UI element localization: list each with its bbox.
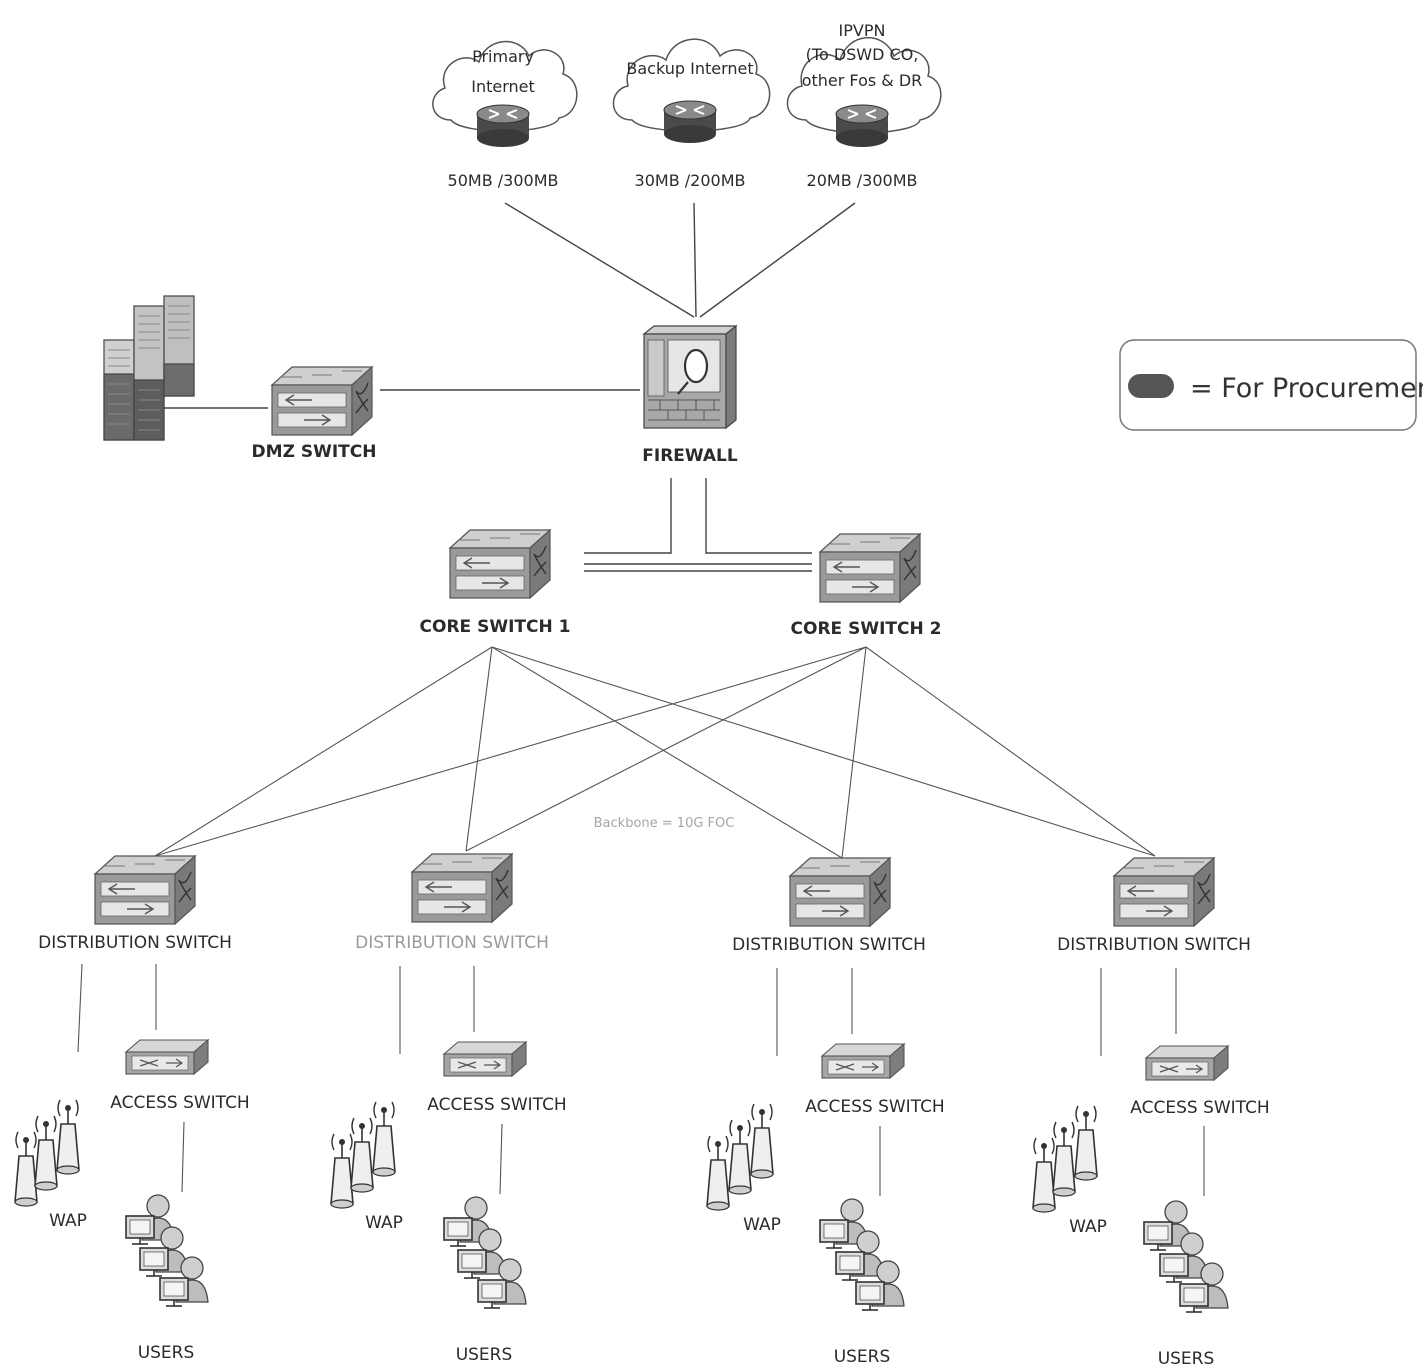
cloud-ipvpn: IPVPN (To DSWD CO, other Fos & DR xyxy=(786,21,942,148)
wap-2-icon xyxy=(330,1101,396,1209)
distribution-switch-2-label: DISTRIBUTION SWITCH xyxy=(355,933,549,953)
cloud-backup-line1: Backup Internet xyxy=(626,59,753,78)
access-switch-1-label: ACCESS SWITCH xyxy=(110,1093,249,1113)
core-switch-1-icon xyxy=(449,529,551,599)
users-4-icon xyxy=(1143,1200,1229,1313)
access-switch-2-icon xyxy=(443,1041,527,1077)
branch-3: DISTRIBUTION SWITCH ACCESS SWITCH WAP US… xyxy=(706,857,945,1367)
links xyxy=(77,202,1205,1196)
speed-backup: 30MB /200MB xyxy=(635,171,746,190)
cloud-backup: Backup Internet xyxy=(612,38,771,144)
distribution-switch-2-icon xyxy=(411,853,513,923)
firewall-icon xyxy=(642,324,738,430)
wap-3-label: WAP xyxy=(743,1215,781,1235)
cloud-ipvpn-line1: IPVPN xyxy=(839,21,886,40)
link-core2-dist4 xyxy=(865,646,1156,857)
link-core2-dist1 xyxy=(154,646,867,857)
link-backup-firewall xyxy=(693,202,697,318)
branch-links-2 xyxy=(399,966,503,1195)
legend: = For Procurement xyxy=(1119,339,1423,431)
link-core1-dist2 xyxy=(465,646,493,852)
access-switch-4-label: ACCESS SWITCH xyxy=(1130,1098,1269,1118)
cloud-primary-line2: Internet xyxy=(471,77,535,96)
cloud-primary-line1: Primary xyxy=(472,47,534,66)
firewall-label: FIREWALL xyxy=(642,446,738,466)
link-ipvpn-firewall xyxy=(699,202,856,318)
wap-1-label: WAP xyxy=(49,1211,87,1231)
distribution-switch-3-icon xyxy=(789,857,891,927)
access-switch-3-label: ACCESS SWITCH xyxy=(805,1097,944,1117)
branch-1: DISTRIBUTION SWITCH ACCESS SWITCH WAP US… xyxy=(14,855,250,1363)
branch-links-4 xyxy=(1100,968,1205,1196)
server-rack-icon xyxy=(103,295,195,441)
wap-4-label: WAP xyxy=(1069,1217,1107,1237)
users-3-icon xyxy=(819,1198,905,1311)
users-4-label: USERS xyxy=(1158,1349,1215,1369)
users-1-label: USERS xyxy=(138,1343,195,1363)
link-core1-dist3 xyxy=(491,646,843,859)
cloud-primary: Primary Internet xyxy=(432,40,578,148)
core-switch-2-icon xyxy=(819,533,921,603)
link-core1-dist1 xyxy=(154,646,493,857)
distribution-switch-1-label: DISTRIBUTION SWITCH xyxy=(38,933,232,953)
branch-links-3 xyxy=(776,968,881,1196)
cloud-ipvpn-line2: (To DSWD CO, xyxy=(806,45,919,64)
wap-2-label: WAP xyxy=(365,1213,403,1233)
cloud-ipvpn-line3: other Fos & DR xyxy=(802,71,923,90)
link-firewall-core1 xyxy=(584,478,672,554)
wap-3-icon xyxy=(706,1103,774,1211)
distribution-switch-4-icon xyxy=(1113,857,1215,927)
link-core2-dist2 xyxy=(465,646,867,852)
link-core1-dist4 xyxy=(491,646,1156,857)
link-primary-firewall xyxy=(504,202,695,318)
access-switch-4-icon xyxy=(1145,1045,1229,1081)
backbone-label: Backbone = 10G FOC xyxy=(594,816,735,831)
distribution-switch-1-icon xyxy=(94,855,196,925)
access-switch-3-icon xyxy=(821,1043,905,1079)
speed-ipvpn: 20MB /300MB xyxy=(807,171,918,190)
distribution-switch-4-label: DISTRIBUTION SWITCH xyxy=(1057,935,1251,955)
users-1-icon xyxy=(125,1194,209,1307)
users-2-icon xyxy=(443,1196,527,1309)
wap-4-icon xyxy=(1032,1105,1098,1213)
wap-1-icon xyxy=(14,1099,80,1207)
branch-2: DISTRIBUTION SWITCH ACCESS SWITCH WAP US… xyxy=(330,853,567,1365)
users-3-label: USERS xyxy=(834,1347,891,1367)
distribution-switch-3-label: DISTRIBUTION SWITCH xyxy=(732,935,926,955)
branch-links-1 xyxy=(77,963,185,1193)
link-core2-dist3 xyxy=(841,646,867,859)
core-switch-2-label: CORE SWITCH 2 xyxy=(791,619,942,639)
dmz-switch-icon xyxy=(271,366,373,436)
access-switch-2-label: ACCESS SWITCH xyxy=(427,1095,566,1115)
speed-primary: 50MB /300MB xyxy=(448,171,559,190)
dmz-switch-label: DMZ SWITCH xyxy=(252,442,377,462)
core-switch-1-label: CORE SWITCH 1 xyxy=(420,617,571,637)
access-switch-1-icon xyxy=(125,1039,209,1075)
users-2-label: USERS xyxy=(456,1345,513,1365)
link-firewall-core2 xyxy=(705,478,812,554)
branch-4: DISTRIBUTION SWITCH ACCESS SWITCH WAP US… xyxy=(1032,857,1270,1369)
legend-text: = For Procurement xyxy=(1190,373,1423,404)
legend-swatch xyxy=(1128,374,1174,398)
